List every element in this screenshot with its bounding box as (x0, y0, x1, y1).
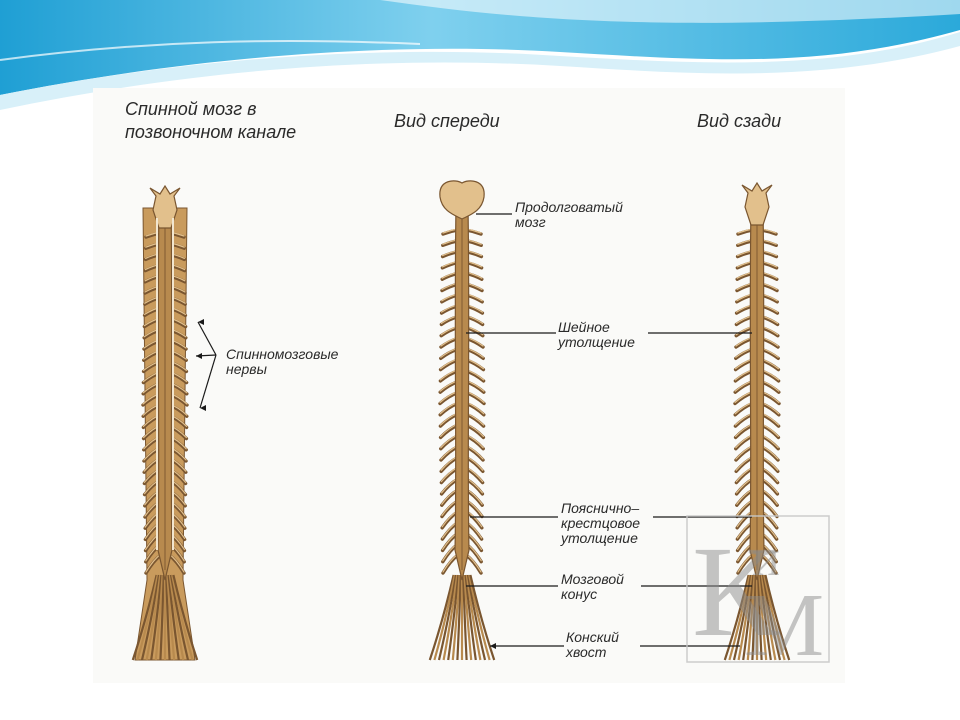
heading-canal: Спинной мозг в позвоночном канале (125, 99, 297, 142)
label-conus: Мозговой конус (561, 571, 624, 602)
heading-back-view: Вид сзади (697, 111, 782, 131)
label-cervical-enlargement: Шейное утолщение (558, 319, 635, 350)
spinal-cord-in-canal-illustration (131, 184, 199, 661)
spinal-cord-back-view-illustration (723, 181, 791, 661)
kim-watermark-logo: К и М (686, 515, 830, 663)
label-cauda-equina: Конский хвост (566, 629, 619, 660)
leader-lines (195, 213, 752, 649)
slide-header-wave (0, 0, 960, 110)
svg-text:и: и (752, 530, 780, 587)
spinal-cord-front-view-illustration (428, 180, 496, 661)
label-medulla: Продолговатый мозг (515, 199, 623, 230)
label-spinal-nerves: Спинномозговые нервы (226, 346, 339, 377)
svg-text:К: К (692, 520, 780, 663)
svg-text:М: М (744, 576, 824, 663)
label-lumbosacral-enlargement: Пояснично– крестцовое утолщение (561, 500, 641, 546)
heading-front-view: Вид спереди (394, 111, 500, 131)
